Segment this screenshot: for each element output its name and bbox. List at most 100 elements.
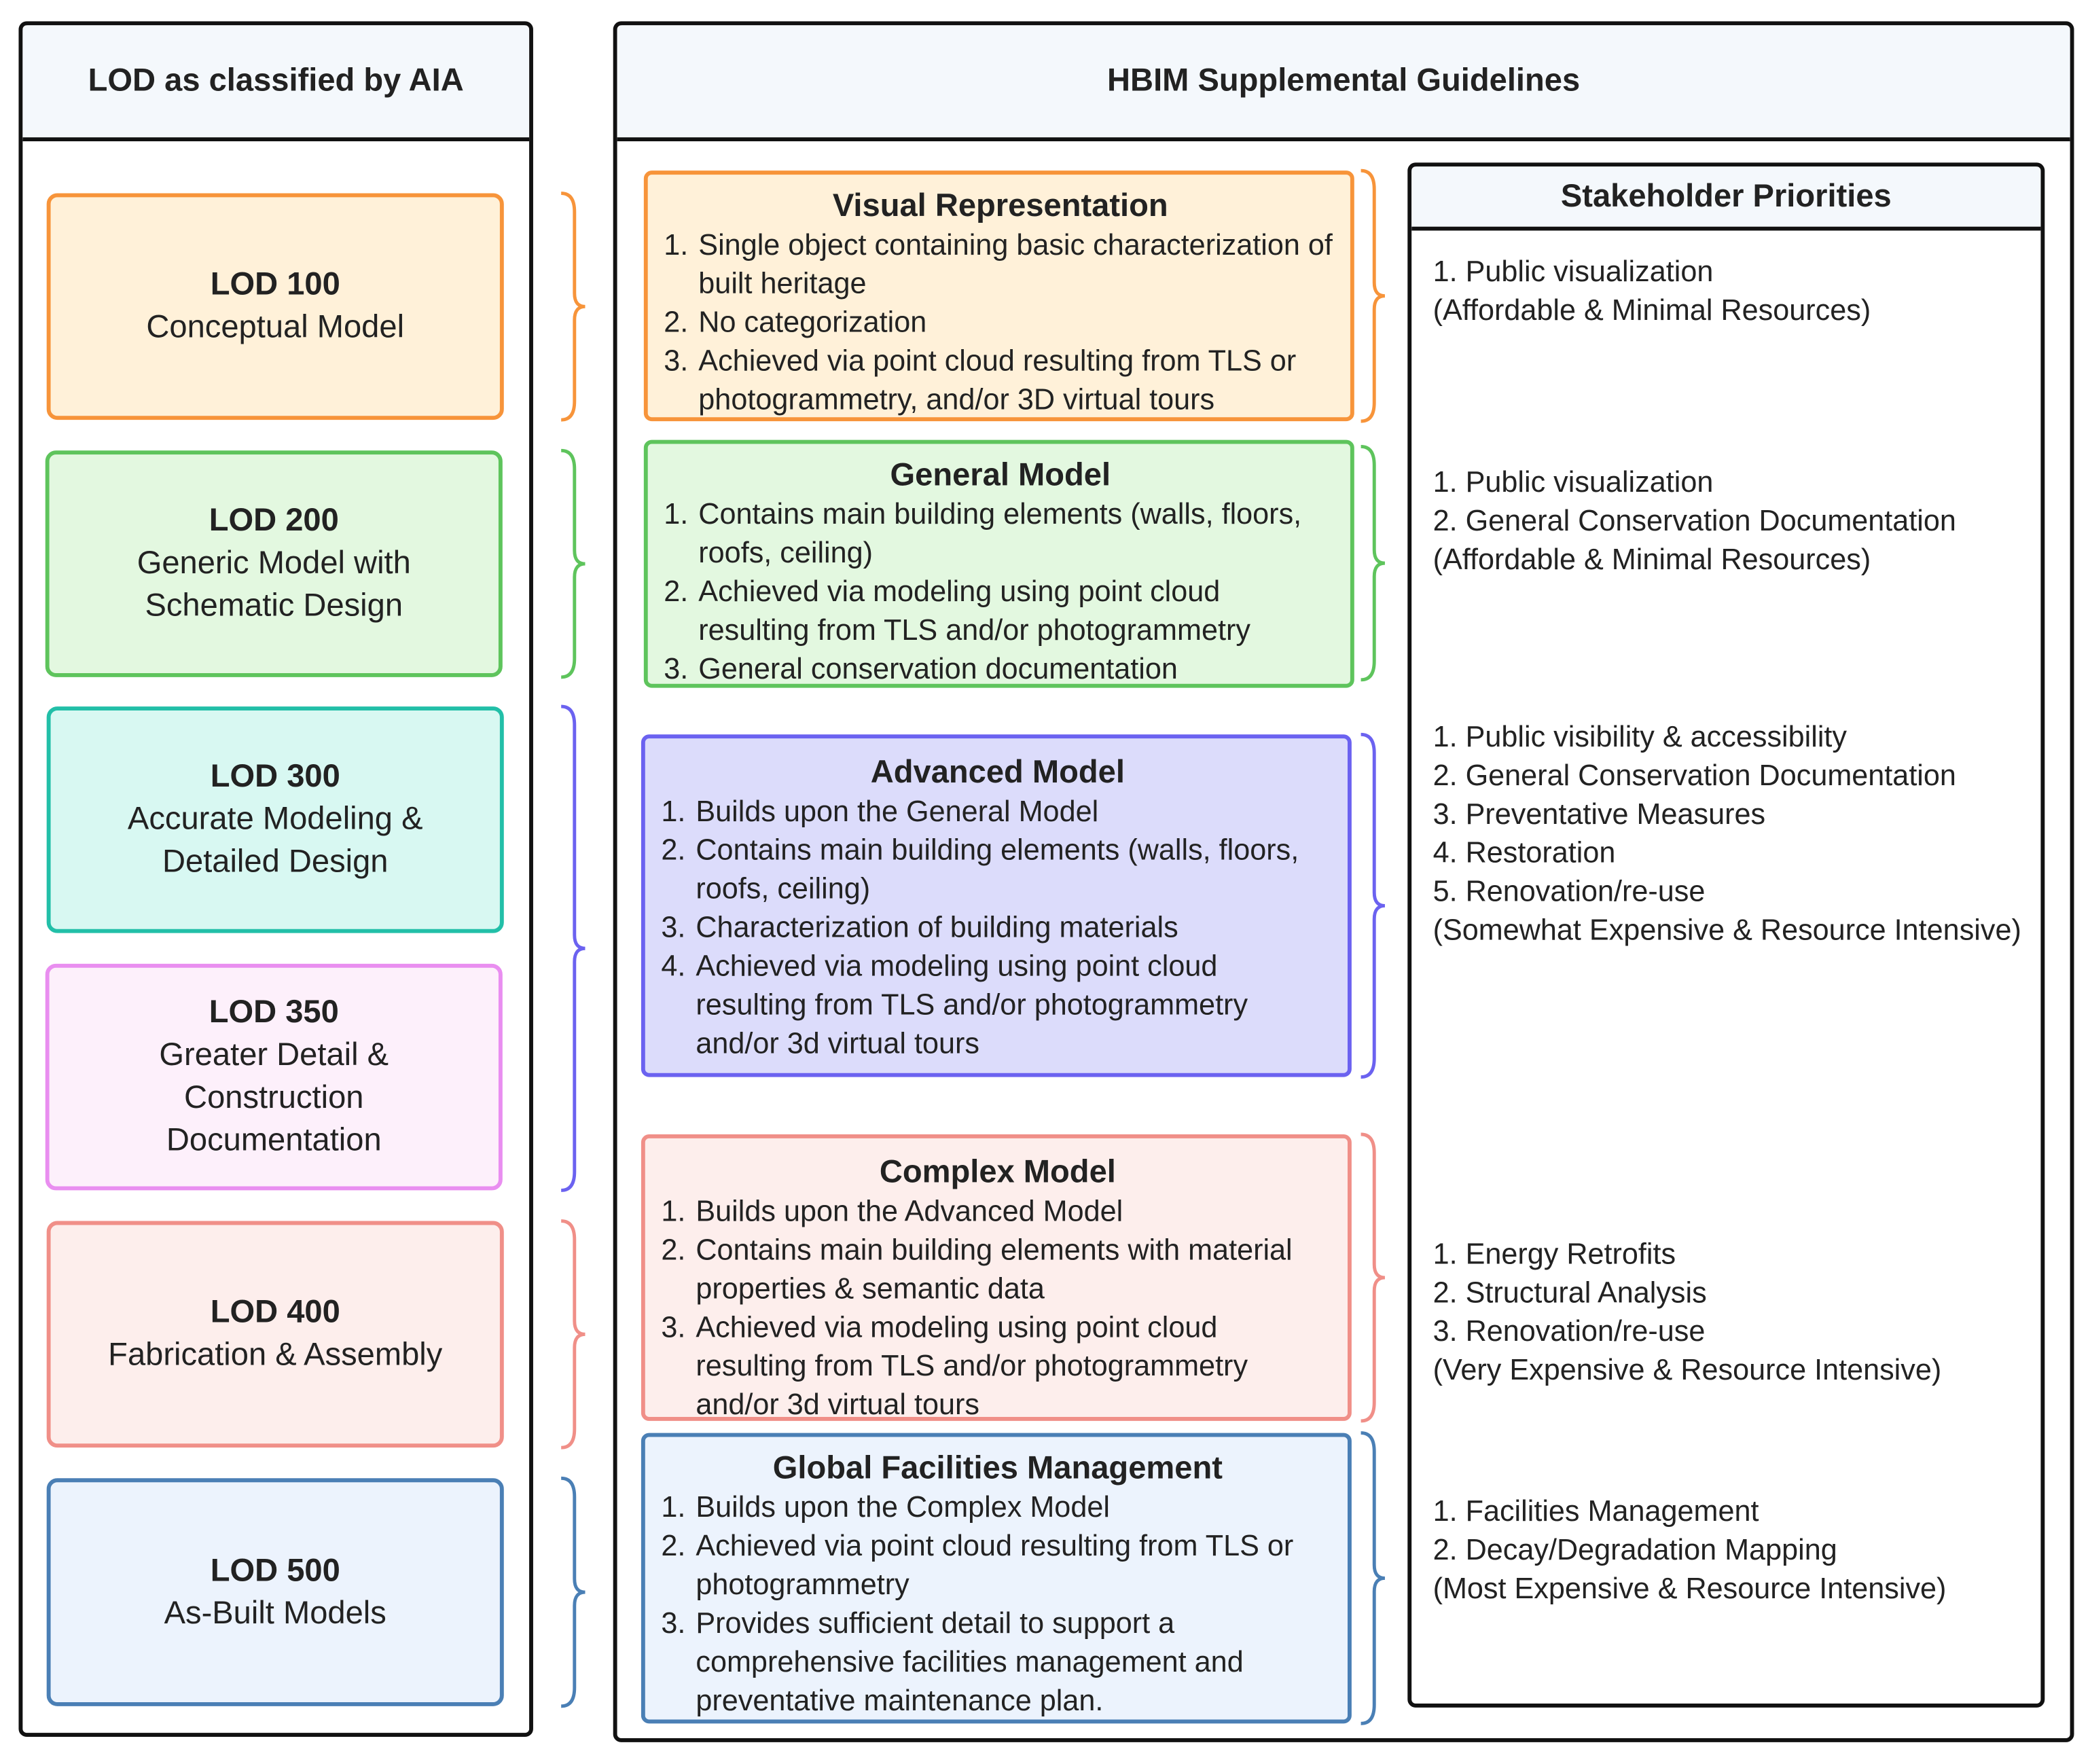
stakeholder-line: 5. Renovation/re-use xyxy=(1433,874,1706,908)
item-number: 3. xyxy=(664,651,689,685)
guideline-box: Advanced Model 1. Builds upon the General … xyxy=(641,734,1352,1077)
item-text: Contains main building elements (walls, … xyxy=(698,497,1302,569)
guideline-box: General Model 1. Contains main building el… xyxy=(643,439,1354,688)
stakeholder-line: 2. Structural Analysis xyxy=(1433,1276,1707,1310)
guideline-item: 2.Contains main building elements with m… xyxy=(661,1230,1334,1308)
item-text: Provides sufficient detail to support a … xyxy=(696,1606,1244,1717)
lod-description: Conceptual Model xyxy=(146,309,405,346)
stakeholder-line: 1. Facilities Management xyxy=(1433,1494,1759,1528)
stakeholder-line: 1. Public visualization xyxy=(1433,254,1714,288)
guideline-item: 1. Builds upon the General Model xyxy=(661,792,1334,831)
item-number: 2. xyxy=(664,305,689,339)
item-text: Achieved via modeling using point cloud … xyxy=(698,574,1250,647)
lod-code: LOD 200 xyxy=(209,502,339,539)
hbim-header: HBIM Supplemental Guidelines xyxy=(617,25,2070,142)
item-number: 3. xyxy=(661,910,686,944)
guideline-box: Visual Representation 1. Single object con… xyxy=(643,170,1354,422)
guideline-item: 3. Achieved via modeling using point clou… xyxy=(661,1308,1334,1424)
item-number: 1. xyxy=(664,228,689,262)
stakeholder-line: (Affordable & Minimal Resources) xyxy=(1433,542,1871,576)
item-number: 3. xyxy=(664,344,689,378)
brace-icon xyxy=(1361,444,1386,682)
lod-code: LOD 100 xyxy=(210,266,340,303)
guideline-item: 1. Builds upon the Complex Model xyxy=(661,1488,1334,1526)
item-text: No categorization xyxy=(698,305,927,339)
guideline-item: 3. General conservation documentation xyxy=(664,649,1337,688)
stakeholder-line: 1. Public visibility & accessibility xyxy=(1433,719,1847,753)
stakeholder-line: 2. General Conservation Documentation xyxy=(1433,758,1956,792)
stakeholder-group: 1. Energy Retrofits 2. Structural Analysi… xyxy=(1433,1234,2033,1389)
guideline-title: Complex Model xyxy=(879,1154,1116,1191)
guideline-title: Global Facilities Management xyxy=(772,1450,1223,1487)
item-text: Achieved via modeling using point cloud … xyxy=(696,1310,1248,1421)
guideline-item: 2. Contains main building elements (walls… xyxy=(661,831,1334,908)
item-text: Builds upon the Advanced Model xyxy=(696,1194,1123,1228)
stakeholder-line: 1. Public visualization xyxy=(1433,465,1714,499)
item-text: General conservation documentation xyxy=(698,651,1178,685)
item-number: 1. xyxy=(661,794,686,828)
stakeholder-line: 3. Renovation/re-use xyxy=(1433,1314,1706,1348)
stakeholder-header: Stakeholder Priorities xyxy=(1411,166,2041,231)
lod-description: Accurate Modeling & Detailed Design xyxy=(127,801,423,880)
item-number: 1. xyxy=(661,1490,686,1524)
lod-aia-header: LOD as classified by AIA xyxy=(22,25,530,142)
lod-code: LOD 500 xyxy=(210,1552,340,1589)
stakeholder-line: 1. Energy Retrofits xyxy=(1433,1237,1676,1271)
brace-icon xyxy=(1361,1132,1386,1423)
guideline-item: 3. Provides sufficient detail to support … xyxy=(661,1604,1334,1720)
brace-icon xyxy=(1361,732,1386,1079)
guideline-item: 1. Single object containing basic charact… xyxy=(664,226,1337,303)
lod-code: LOD 350 xyxy=(209,994,339,1030)
stakeholder-line: 2. General Conservation Documentation xyxy=(1433,503,1956,537)
lod-description: Generic Model with Schematic Design xyxy=(137,545,411,624)
item-number: 3. xyxy=(661,1606,686,1640)
item-text: Achieved via point cloud resulting from … xyxy=(698,344,1297,416)
stakeholder-line: (Very Expensive & Resource Intensive) xyxy=(1433,1352,1942,1386)
stakeholder-group: 1. Public visualization 2. General Conser… xyxy=(1433,463,2033,579)
guideline-title: Visual Representation xyxy=(832,187,1168,224)
item-text: Contains main building elements (walls, … xyxy=(696,833,1299,905)
guideline-item: 3. Achieved via point cloud resulting fro… xyxy=(664,341,1337,418)
stakeholder-group: 1. Public visualization(Affordable & Min… xyxy=(1433,252,2033,329)
lod-description: Greater Detail & Construction Documentat… xyxy=(159,1037,389,1159)
brace-icon xyxy=(560,448,585,679)
item-text: Characterization of building materials xyxy=(696,910,1178,944)
lod-code: LOD 400 xyxy=(210,1294,340,1331)
stakeholder-group: 1. Facilities Management 2. Decay/Degrada… xyxy=(1433,1492,2033,1608)
stakeholder-line: 2. Decay/Degradation Mapping xyxy=(1433,1532,1837,1566)
brace-icon xyxy=(560,1476,585,1708)
stakeholder-line: (Most Expensive & Resource Intensive) xyxy=(1433,1571,1947,1605)
stakeholder-line: (Somewhat Expensive & Resource Intensive… xyxy=(1433,913,2021,947)
item-text: Single object containing basic character… xyxy=(698,228,1333,300)
guideline-title: Advanced Model xyxy=(870,754,1125,791)
item-number: 3. xyxy=(661,1310,686,1344)
item-text: Contains main building elements with mat… xyxy=(696,1233,1293,1306)
stakeholder-line: 3. Preventative Measures xyxy=(1433,797,1766,831)
item-number: 4. xyxy=(661,949,686,983)
item-number: 2. xyxy=(661,833,686,867)
brace-icon xyxy=(1361,1431,1386,1725)
guideline-item: 1. Contains main building elements (walls… xyxy=(664,494,1337,572)
lod-code: LOD 300 xyxy=(210,758,340,795)
item-number: 2. xyxy=(664,574,689,608)
item-text: Builds upon the General Model xyxy=(696,794,1099,828)
guideline-item: 2. No categorization xyxy=(664,302,1337,341)
guideline-title: General Model xyxy=(890,457,1111,494)
item-text: Achieved via point cloud resulting from … xyxy=(696,1528,1294,1601)
stakeholder-line: 4. Restoration xyxy=(1433,835,1616,869)
guideline-box: Global Facilities Management 1. Builds upo… xyxy=(641,1433,1352,1724)
stakeholder-group: 1. Public visibility & accessibility 2. G… xyxy=(1433,717,2033,949)
item-number: 1. xyxy=(664,497,689,531)
brace-icon xyxy=(560,192,585,422)
item-text: Builds upon the Complex Model xyxy=(696,1490,1110,1524)
stakeholder-panel: Stakeholder Priorities xyxy=(1407,162,2045,1708)
item-text: Achieved via modeling using point cloud … xyxy=(696,949,1248,1060)
